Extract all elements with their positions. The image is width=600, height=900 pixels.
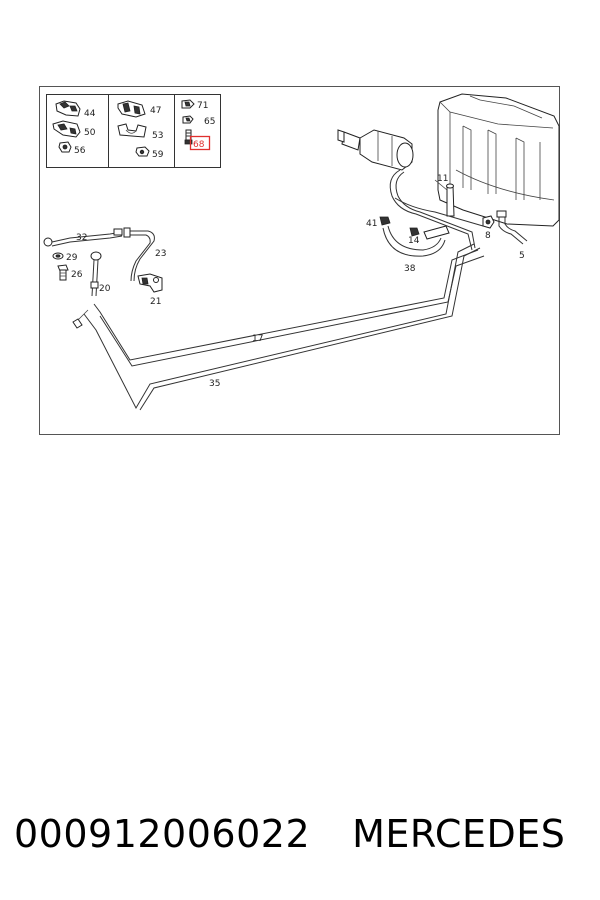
part-caption: 000912006022 MERCEDES xyxy=(14,806,594,862)
fuel-line-32[interactable] xyxy=(43,228,123,247)
clip-part-50[interactable] xyxy=(52,120,81,138)
washer-29[interactable] xyxy=(52,252,64,260)
callout-32: 32 xyxy=(76,233,87,243)
fuel-line-35[interactable] xyxy=(83,243,481,411)
clip-part-44[interactable] xyxy=(55,100,81,117)
callout-20: 20 xyxy=(99,284,111,294)
highlight-box-68[interactable] xyxy=(189,135,211,151)
callout-38: 38 xyxy=(404,264,416,274)
callout-29: 29 xyxy=(66,253,78,263)
callout-35: 35 xyxy=(209,379,220,389)
callout-26: 26 xyxy=(71,270,83,280)
fuel-line-23[interactable] xyxy=(123,227,155,282)
nut-part-56[interactable] xyxy=(58,141,72,153)
callout-14: 14 xyxy=(408,236,420,246)
callout-8: 8 xyxy=(485,231,491,241)
callout-44: 44 xyxy=(84,109,96,119)
bracket-part-47[interactable] xyxy=(117,100,146,118)
fitting-20[interactable] xyxy=(90,251,102,297)
callout-47: 47 xyxy=(150,106,161,116)
inset-parts-box: 44 50 56 47 53 59 xyxy=(46,94,221,168)
callout-50: 50 xyxy=(84,128,96,138)
brand-name: MERCEDES xyxy=(352,812,566,856)
fuel-tank[interactable] xyxy=(437,93,560,227)
callout-5: 5 xyxy=(519,251,525,261)
bracket-21[interactable] xyxy=(137,273,163,293)
callout-21: 21 xyxy=(150,297,161,307)
callout-59: 59 xyxy=(152,150,164,160)
line-end-fitting[interactable] xyxy=(72,309,89,329)
fuel-line-cluster[interactable] xyxy=(389,169,484,251)
callout-71: 71 xyxy=(197,101,208,111)
nut-part-59[interactable] xyxy=(135,146,150,157)
bracket-part-53[interactable] xyxy=(117,123,147,138)
callout-23: 23 xyxy=(155,249,166,259)
callout-41: 41 xyxy=(366,219,377,229)
hose-11[interactable] xyxy=(446,183,455,217)
callout-17: 17 xyxy=(252,334,263,344)
clamp-14[interactable] xyxy=(409,227,420,237)
callout-65: 65 xyxy=(204,117,215,127)
clip-part-65[interactable] xyxy=(182,115,194,124)
hose-5[interactable] xyxy=(496,210,528,245)
callout-53: 53 xyxy=(152,131,163,141)
callout-56: 56 xyxy=(74,146,86,156)
leader-11 xyxy=(434,179,448,191)
clamp-8[interactable] xyxy=(482,215,495,229)
clip-part-71[interactable] xyxy=(181,99,195,109)
clamp-41[interactable] xyxy=(379,216,391,226)
screw-26[interactable] xyxy=(57,264,69,281)
part-number: 000912006022 xyxy=(14,812,311,856)
callout-11: 11 xyxy=(437,174,448,184)
fuel-filter[interactable] xyxy=(337,129,414,171)
hose-38[interactable] xyxy=(382,225,450,257)
callout-68: 68 xyxy=(193,140,205,150)
